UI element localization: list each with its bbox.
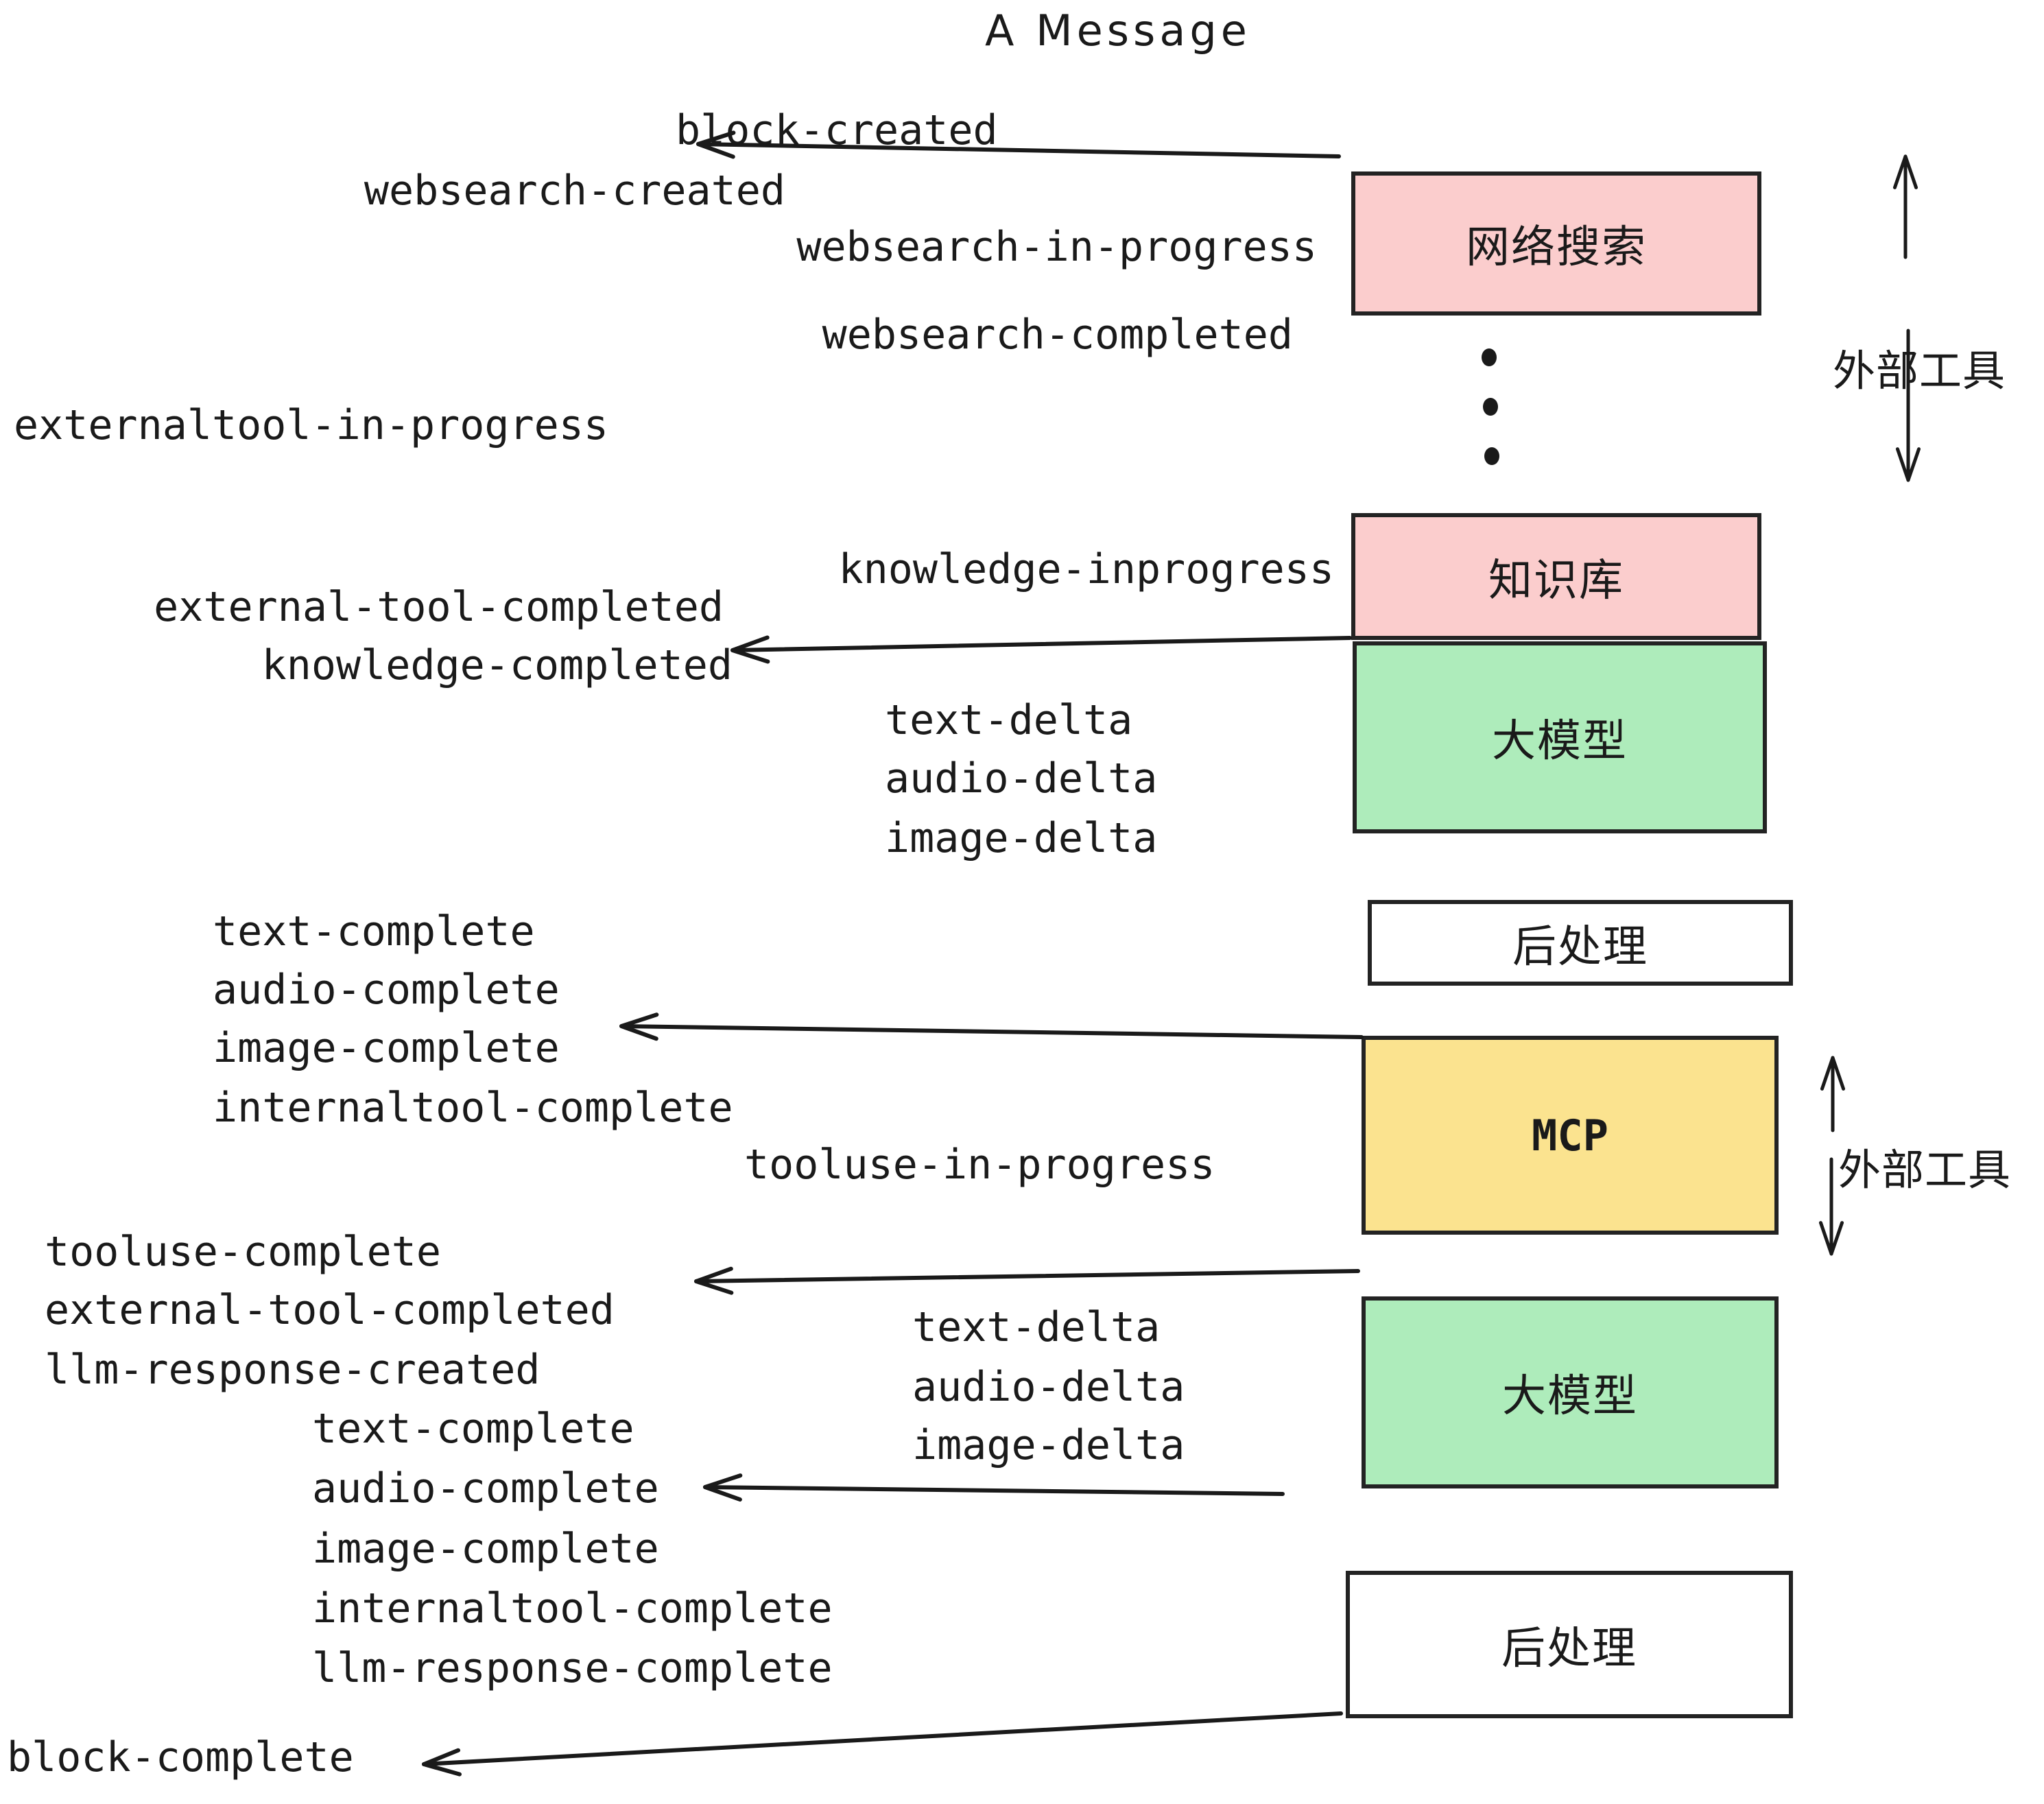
external-tool-label-1: 外部工具 xyxy=(1833,346,2006,396)
event-label-text-delta-2: text-delta xyxy=(912,1303,1161,1351)
event-label-audio-complete-2: audio-complete xyxy=(312,1464,659,1512)
page-title: A Message xyxy=(985,5,1251,56)
arrow-ext-tool-up-2 xyxy=(1820,1056,1846,1132)
node-box-label: MCP xyxy=(1532,1110,1608,1161)
event-label-image-delta-2: image-delta xyxy=(912,1421,1185,1469)
event-label-websearch-created: websearch-created xyxy=(364,167,785,215)
event-label-text-complete-2: text-complete xyxy=(312,1405,634,1453)
node-box-llm-2: 大模型 xyxy=(1362,1296,1779,1488)
arrow-arrow-block-complete xyxy=(422,1711,1343,1777)
ellipsis-dot-3 xyxy=(1484,447,1499,465)
node-box-label: 后处理 xyxy=(1501,1623,1637,1674)
event-label-block-created: block-created xyxy=(676,106,998,154)
node-box-knowledge: 知识库 xyxy=(1351,513,1761,640)
event-label-llm-response-complete: llm-response-complete xyxy=(312,1644,833,1692)
event-label-websearch-completed: websearch-completed xyxy=(822,311,1293,359)
event-label-audio-delta-2: audio-delta xyxy=(912,1363,1185,1411)
event-label-internaltool-complete-2: internaltool-complete xyxy=(312,1585,833,1633)
arrow-arrow-tooluse-done xyxy=(694,1266,1360,1295)
event-label-text-complete-1: text-complete xyxy=(213,907,535,956)
arrow-arrow-audio-complete xyxy=(703,1473,1285,1502)
arrow-arrow-image-complete xyxy=(619,1012,1364,1041)
ellipsis-dot-1 xyxy=(1482,348,1497,366)
node-box-postprocess-2: 后处理 xyxy=(1346,1571,1793,1718)
event-label-tooluse-complete: tooluse-complete xyxy=(45,1228,441,1276)
event-label-image-complete-2: image-complete xyxy=(312,1525,659,1573)
event-label-image-delta-1: image-delta xyxy=(885,814,1158,862)
ellipsis-dot-2 xyxy=(1483,398,1498,416)
arrow-ext-tool-up-1 xyxy=(1892,154,1918,259)
node-box-llm-1: 大模型 xyxy=(1353,641,1767,833)
node-box-mcp: MCP xyxy=(1362,1036,1779,1235)
external-tool-label-2: 外部工具 xyxy=(1838,1145,2012,1195)
event-label-image-complete-1: image-complete xyxy=(213,1024,560,1072)
node-box-label: 网络搜索 xyxy=(1466,222,1647,273)
event-label-external-tool-completed-2: external-tool-completed xyxy=(45,1286,615,1334)
event-label-tooluse-in-progress: tooluse-in-progress xyxy=(744,1141,1215,1189)
event-label-external-tool-completed-1: external-tool-completed xyxy=(154,583,724,631)
node-box-websearch: 网络搜索 xyxy=(1351,171,1761,316)
node-box-label: 知识库 xyxy=(1488,555,1624,606)
event-label-audio-complete-1: audio-complete xyxy=(213,966,560,1014)
node-box-label: 大模型 xyxy=(1502,1371,1638,1422)
event-label-block-complete: block-complete xyxy=(7,1733,354,1781)
event-label-externaltool-in-progress: externaltool-in-progress xyxy=(14,401,608,449)
event-label-llm-response-created: llm-response-created xyxy=(45,1346,540,1394)
event-label-internaltool-complete-1: internaltool-complete xyxy=(213,1084,733,1132)
event-label-knowledge-inprogress: knowledge-inprogress xyxy=(838,545,1334,593)
event-label-audio-delta-1: audio-delta xyxy=(885,755,1158,803)
node-box-label: 后处理 xyxy=(1512,921,1648,973)
node-box-label: 大模型 xyxy=(1492,716,1628,767)
node-box-postprocess-1: 后处理 xyxy=(1368,900,1793,986)
event-label-text-delta-1: text-delta xyxy=(885,696,1133,744)
event-label-websearch-in-progress: websearch-in-progress xyxy=(796,223,1317,271)
event-label-knowledge-completed: knowledge-completed xyxy=(261,641,733,689)
arrow-arrow-knowledge-done xyxy=(730,635,1352,664)
